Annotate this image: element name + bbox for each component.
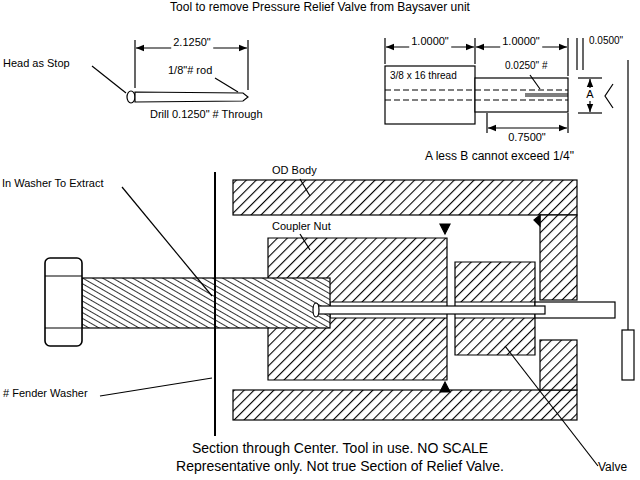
drawing-caption: Section through Center. Tool in use. NO … [192, 440, 488, 456]
callout-label: Drill 0.1250" # Through [150, 108, 263, 121]
drawing-title: Tool to remove Pressure Relief Valve fro… [170, 1, 470, 15]
callout-label: 0.0500" [589, 35, 623, 47]
callout-label: A [584, 88, 595, 101]
callout-label: 3/8 x 16 thread [390, 70, 457, 82]
callout-label: 2.1250" [171, 36, 213, 49]
callout-label: 1/8"# rod [168, 64, 212, 77]
callout-label: A less B cannot exceed 1/4" [425, 150, 574, 164]
callout-label: 1.0000" [409, 35, 451, 48]
callout-label: OD Body [272, 164, 317, 177]
callout-label: In Washer To Extract [2, 177, 103, 190]
callout-label: Representative only. Not true Section of… [176, 458, 504, 474]
callout-label: 1.0000" [500, 35, 542, 48]
callout-label: # Fender Washer [3, 387, 88, 400]
callout-label: 0.7500" [508, 131, 546, 144]
callout-label: Head as Stop [3, 57, 70, 70]
callout-label: 0.0250" # [505, 60, 547, 72]
callout-label: Valve [598, 461, 627, 475]
callout-label: Coupler Nut [272, 220, 331, 233]
